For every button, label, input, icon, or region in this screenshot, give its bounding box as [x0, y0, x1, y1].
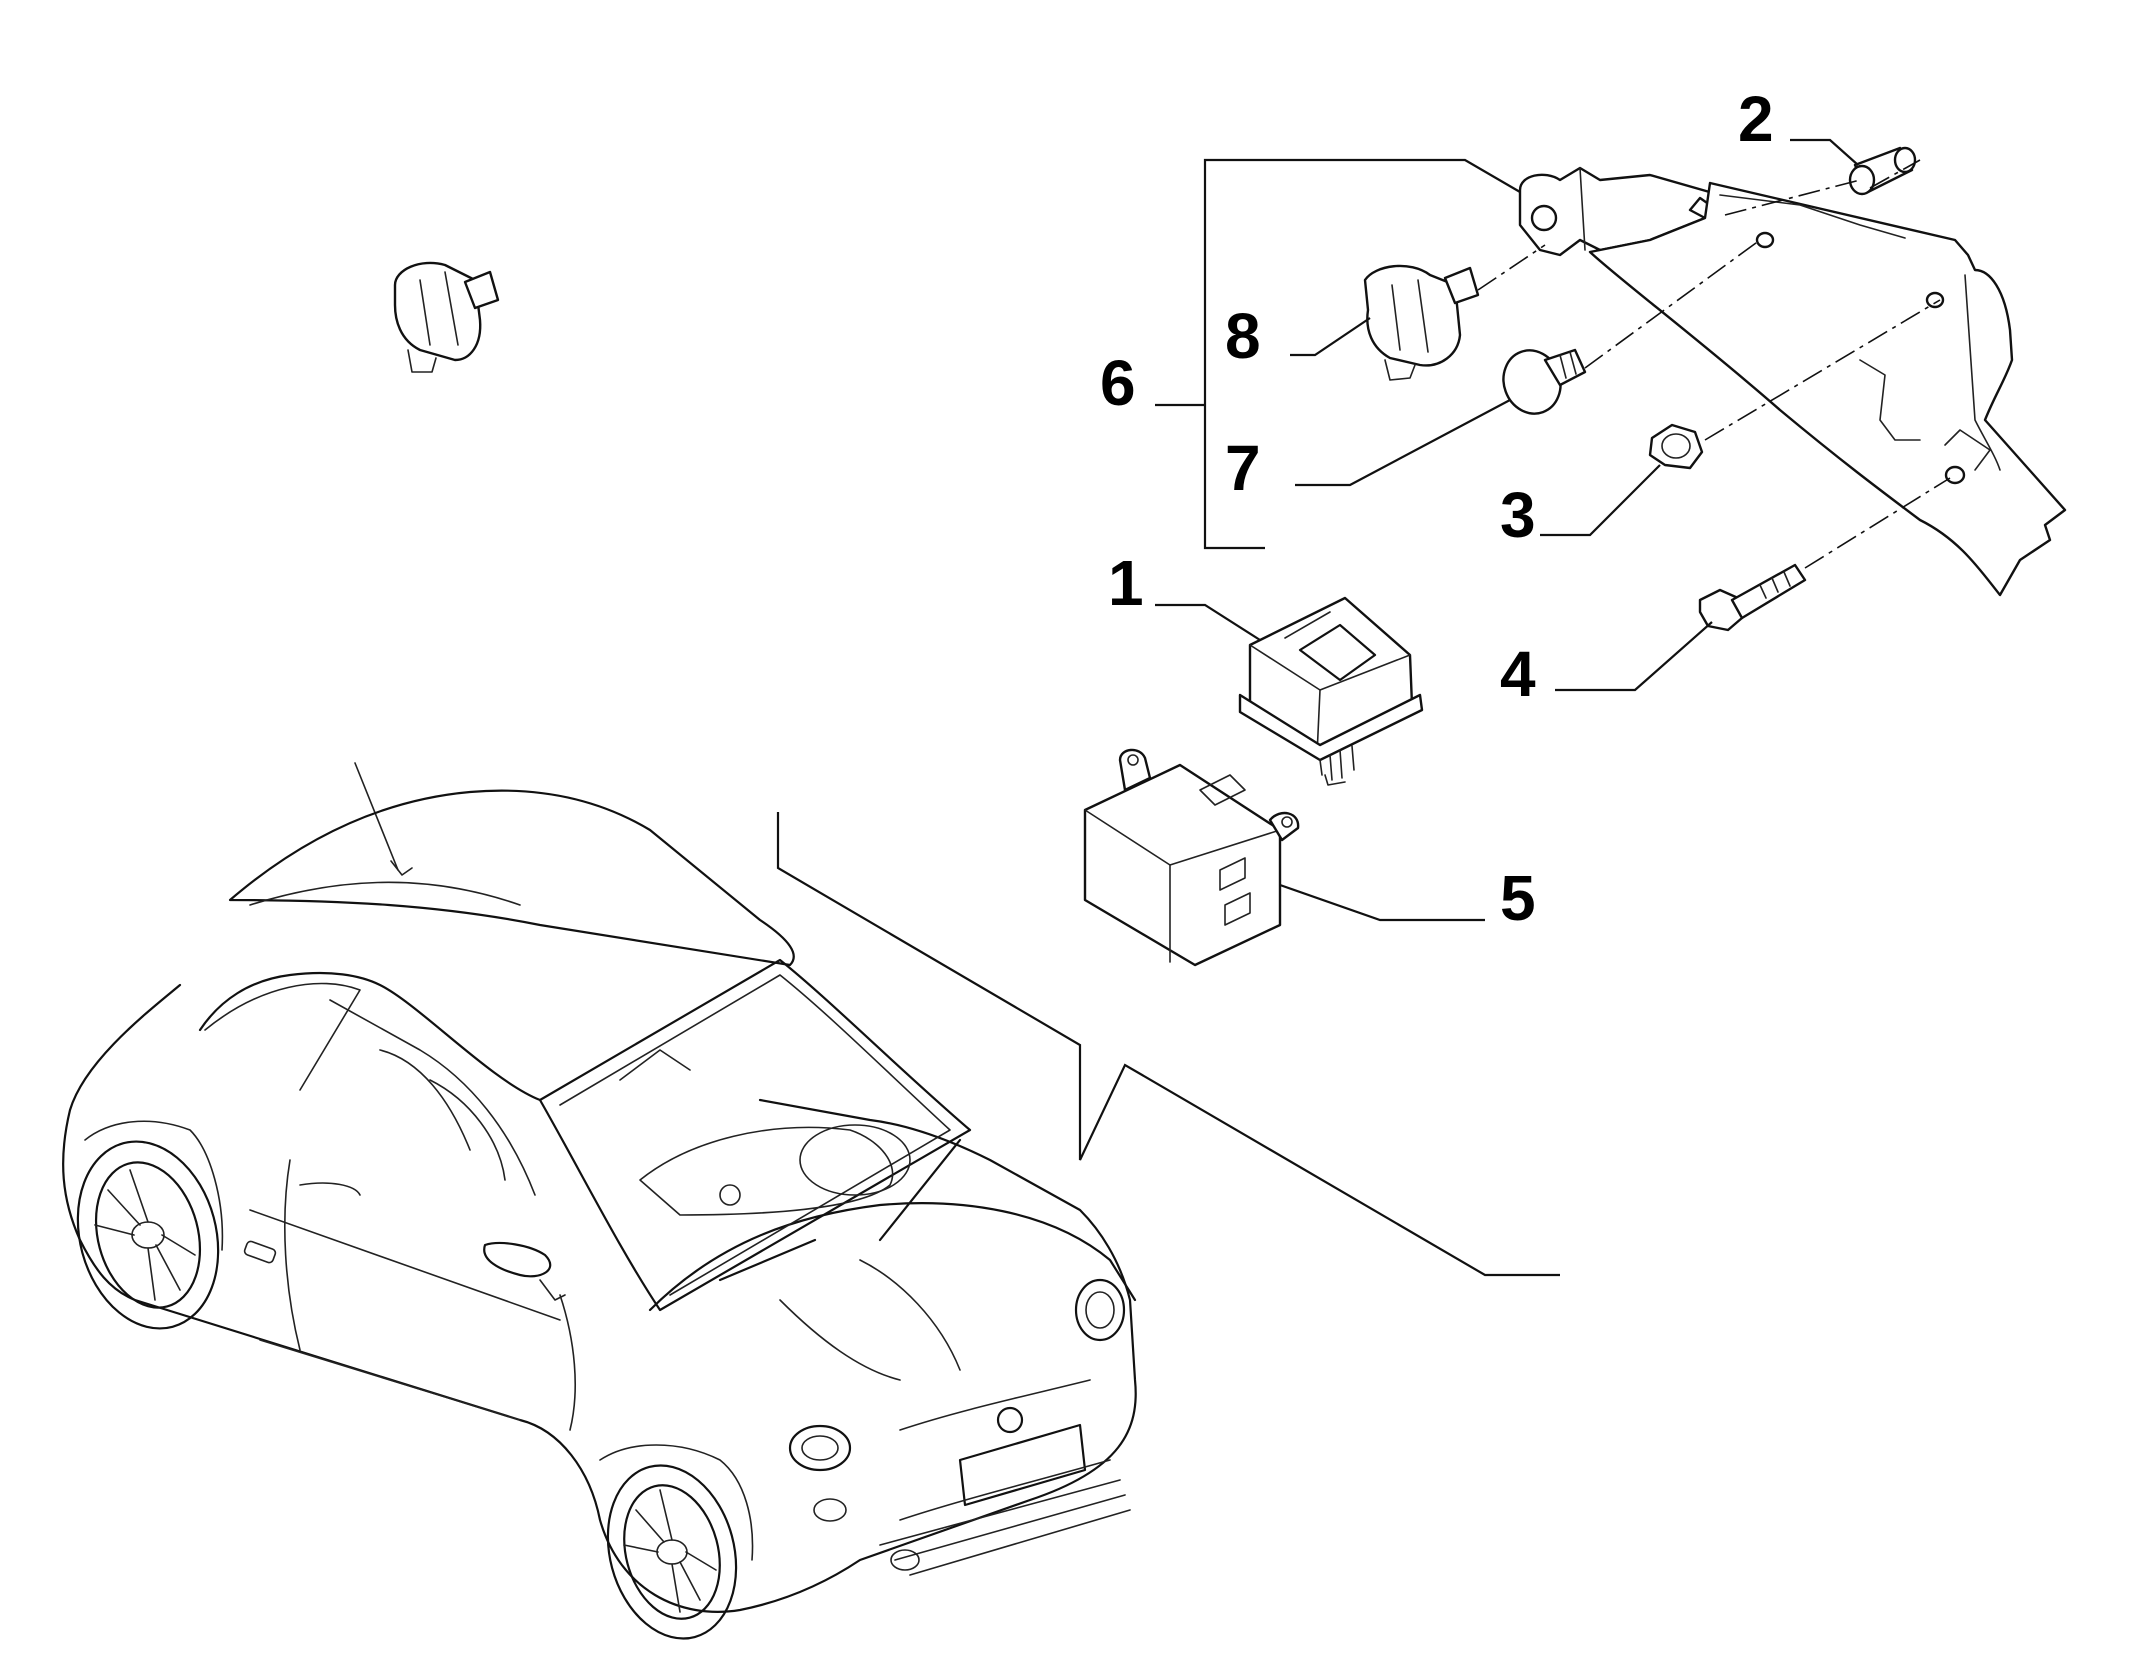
clip-part-main: [1363, 264, 1480, 381]
leader-lines: [1155, 138, 1859, 922]
nut-part: [1648, 423, 1704, 470]
callout-7: 7: [1225, 432, 1261, 504]
assembly-axes: [1477, 159, 1951, 569]
callout-6: 6: [1100, 347, 1136, 419]
module-part: [1083, 748, 1300, 967]
car-illustration: [62, 762, 1137, 1640]
callout-4: 4: [1500, 638, 1536, 710]
callout-1: 1: [1108, 547, 1144, 619]
spacer-part: [1848, 146, 1917, 196]
bolt-part: [1698, 563, 1807, 632]
callout-2: 2: [1738, 83, 1774, 155]
car-pointer-line: [776, 812, 1560, 1277]
bracket-part: [1518, 166, 2067, 597]
relay-part: [1238, 596, 1424, 786]
callout-5: 5: [1500, 862, 1536, 934]
rivet-part: [1502, 348, 1587, 415]
callout-8: 8: [1225, 300, 1261, 372]
callout-3: 3: [1500, 479, 1536, 551]
clip-part: [393, 261, 500, 373]
